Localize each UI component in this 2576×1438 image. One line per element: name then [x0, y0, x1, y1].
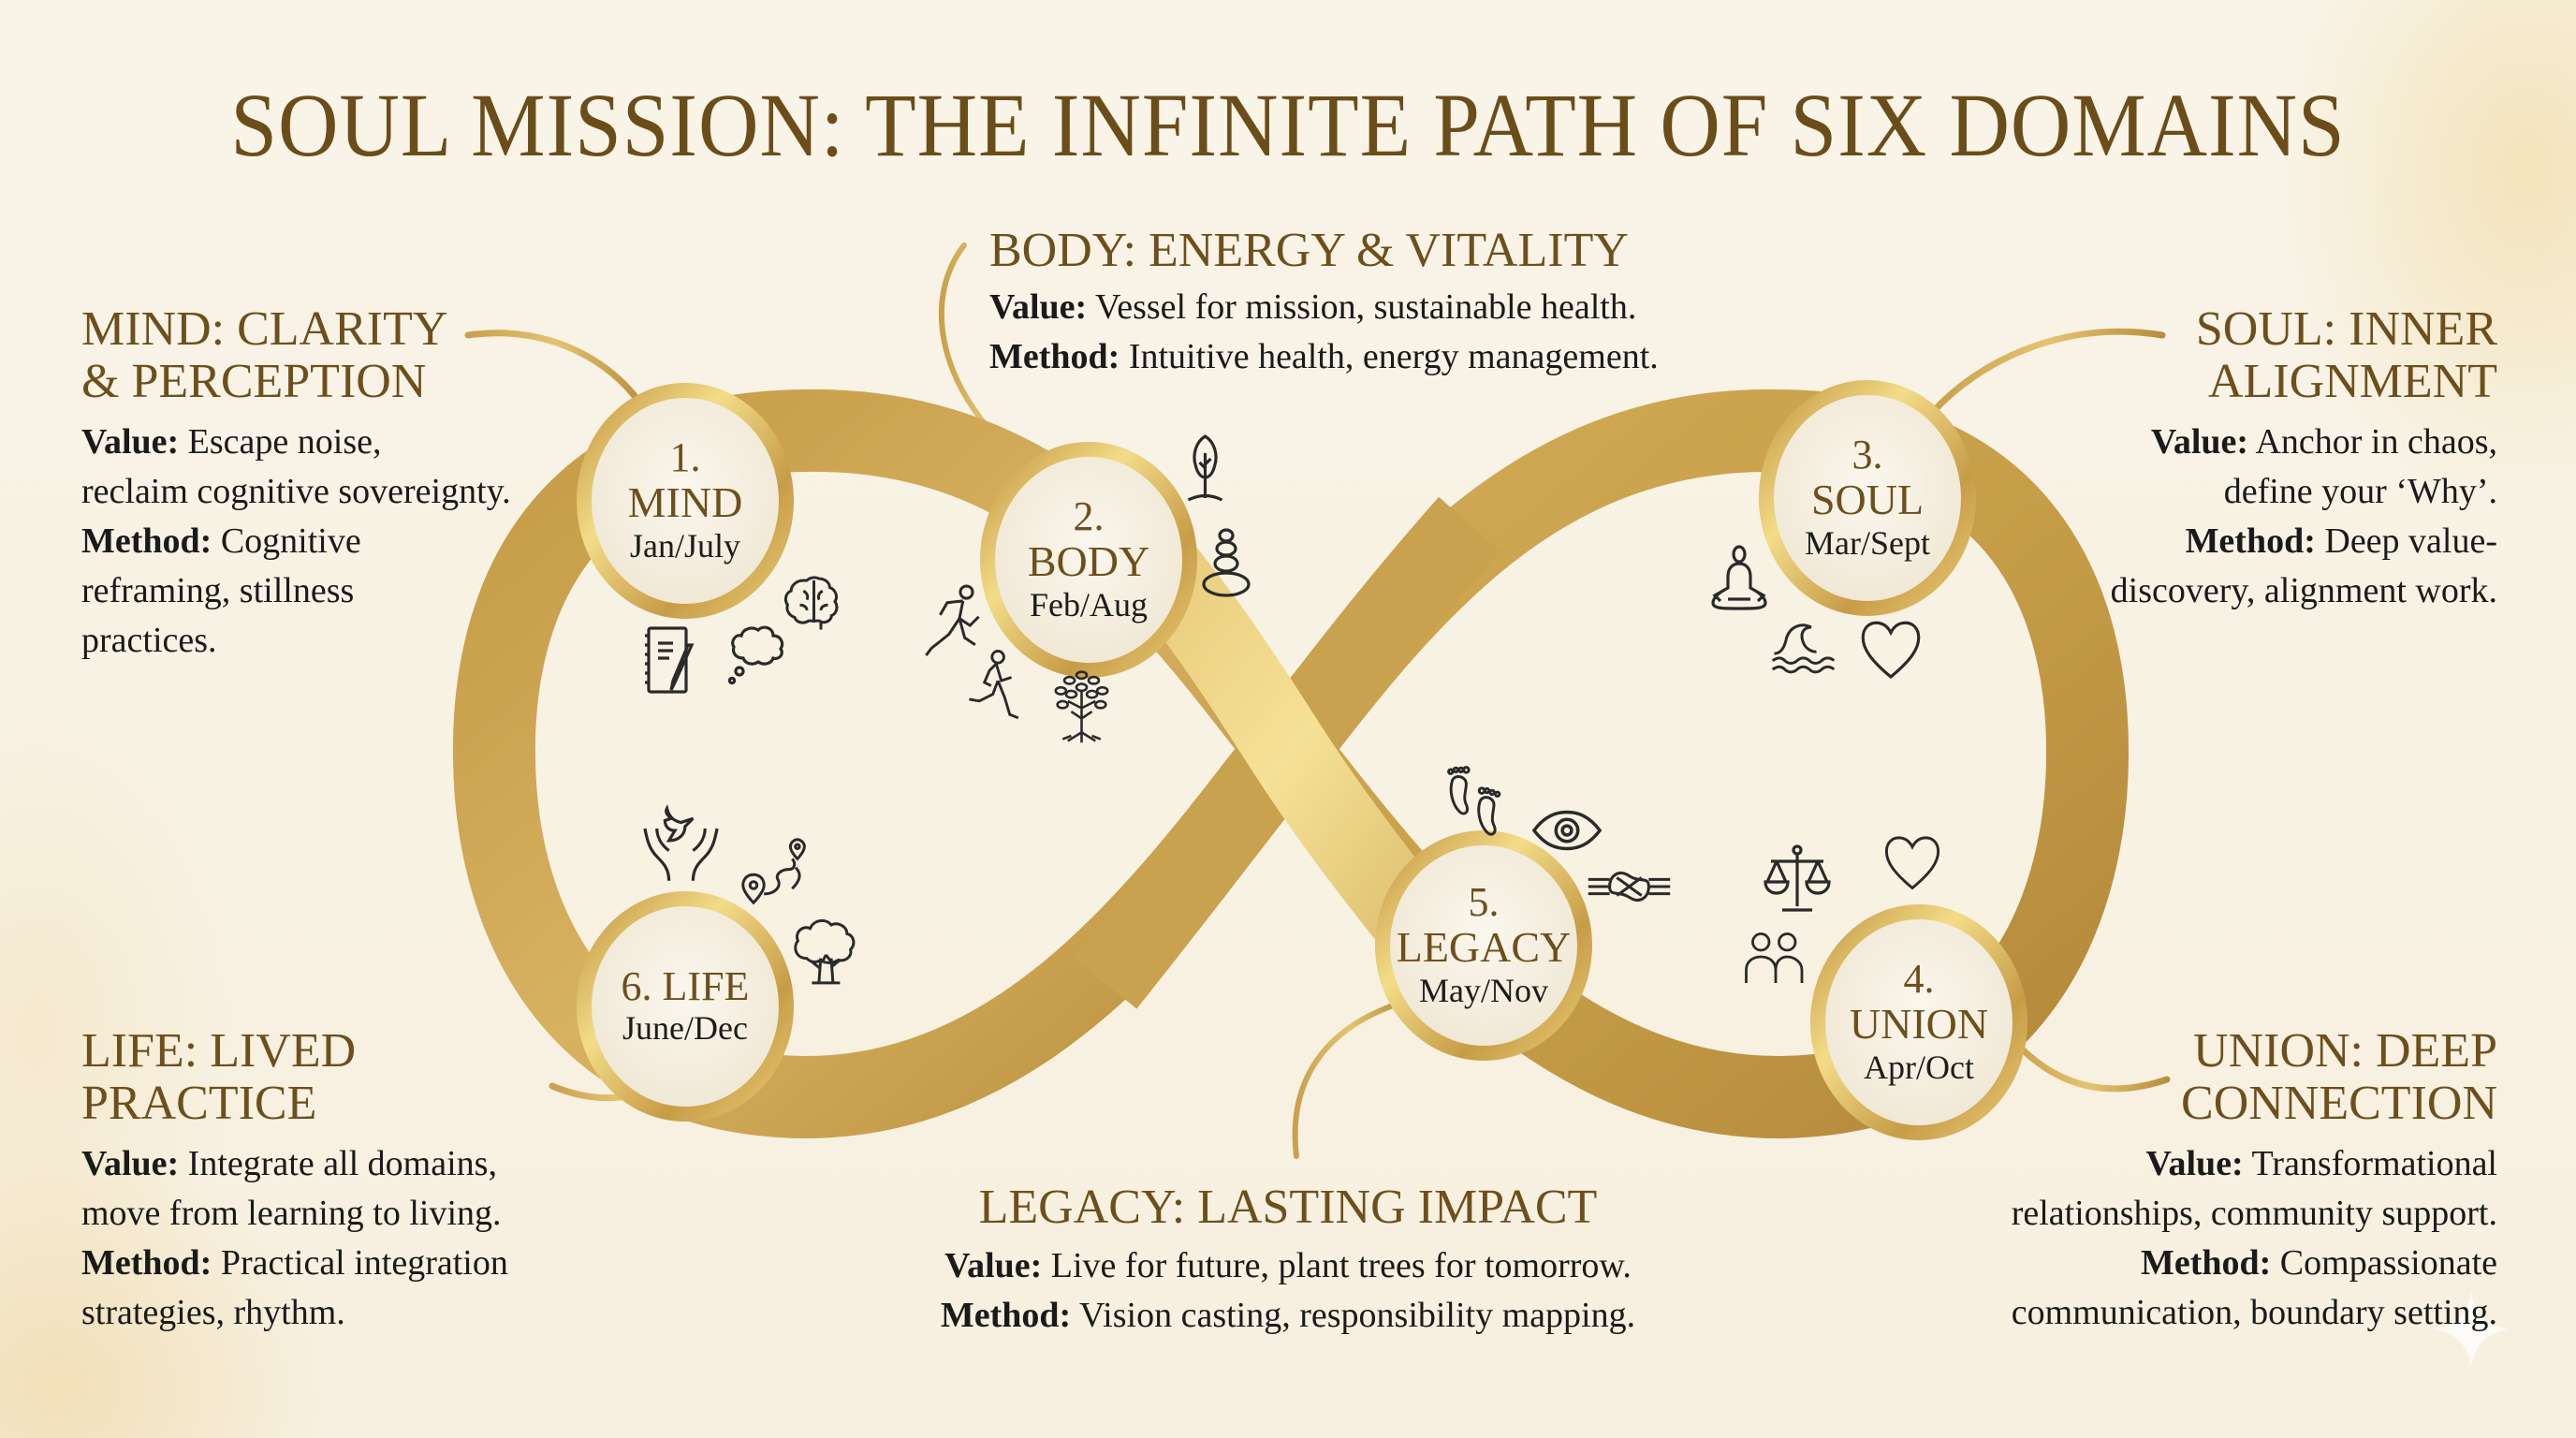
meditation-icon: [1702, 543, 1777, 618]
node-legacy[interactable]: 5. LEGACY May/Nov: [1388, 857, 1579, 1034]
domain-method: Method: Deep value-discovery, alignment …: [2110, 521, 2497, 610]
node-name: MIND: [627, 478, 743, 526]
people-icon: [1743, 929, 1808, 985]
domain-method: Method: Vision casting, responsibility m…: [940, 1296, 1636, 1335]
domain-value: Value: Vessel for mission, sustainable h…: [989, 287, 1637, 327]
node-number: 4.: [1903, 956, 1935, 1002]
tree-icon: [1175, 431, 1236, 506]
thought-cloud-icon: [721, 613, 796, 688]
domain-method: Method: Intuitive health, energy managem…: [989, 337, 1659, 376]
stacked-stones-icon: [1198, 524, 1254, 599]
node-months: Feb/Aug: [1030, 586, 1148, 624]
knot-icon: [1585, 863, 1674, 910]
node-name: BODY: [1027, 537, 1150, 585]
domain-heading: BODY: ENERGY & VITALITY: [989, 224, 1629, 277]
oak-tree-icon: [789, 916, 859, 990]
wave-icon: [1767, 618, 1837, 679]
domain-heading: MIND: CLARITY& PERCEPTION: [81, 302, 448, 408]
heart-icon: [1880, 833, 1945, 894]
runner-icon: [917, 580, 988, 660]
node-number: 6. LIFE: [621, 963, 750, 1009]
footprints-icon: [1442, 763, 1512, 843]
node-soul[interactable]: 3. SOUL Mar/Sept: [1772, 409, 1963, 587]
dove-hands-icon: [637, 800, 725, 885]
page-title: SOUL MISSION: THE INFINITE PATH OF SIX D…: [230, 75, 2346, 175]
domain-value: Value: Live for future, plant trees for …: [944, 1246, 1632, 1285]
eye-icon: [1530, 807, 1603, 854]
node-name: LEGACY: [1396, 923, 1572, 971]
node-months: Jan/July: [629, 527, 740, 565]
node-life[interactable]: 6. LIFE June/Dec: [590, 936, 781, 1077]
domain-legacy: LEGACY: LASTING IMPACT Value: Live for f…: [867, 1181, 1709, 1341]
node-months: Mar/Sept: [1805, 524, 1930, 562]
node-mind[interactable]: 1. MIND Jan/July: [590, 412, 781, 590]
tree-of-life-icon: [1046, 667, 1117, 746]
domain-value: Value: Anchor in chaos,define your ‘Why’…: [2150, 422, 2497, 511]
node-number: 1.: [669, 434, 701, 480]
brain-icon: [779, 566, 849, 637]
node-name: SOUL: [1810, 476, 1925, 523]
node-months: May/Nov: [1419, 972, 1548, 1009]
domain-value: Value: Integrate all domains,move from l…: [81, 1144, 502, 1233]
node-months: June/Dec: [622, 1009, 748, 1047]
node-union[interactable]: 4. UNION Apr/Oct: [1823, 933, 2014, 1111]
node-number: 5.: [1468, 879, 1500, 925]
node-number: 2.: [1073, 493, 1105, 539]
path-route-icon: [739, 836, 810, 906]
node-body[interactable]: 2. BODY Feb/Aug: [993, 471, 1184, 649]
heart-icon: [1858, 613, 1924, 688]
node-name: UNION: [1849, 1000, 1989, 1048]
domain-heading: LEGACY: LASTING IMPACT: [978, 1181, 1598, 1234]
jogger-icon: [964, 646, 1025, 726]
domain-value: Value: Escape noise,reclaim cognitive so…: [81, 422, 511, 511]
node-months: Apr/Oct: [1864, 1049, 1974, 1086]
notebook-pencil-icon: [641, 623, 697, 697]
scales-icon: [1760, 843, 1835, 917]
domain-mind: MIND: CLARITY& PERCEPTION Value: Escape …: [81, 303, 606, 666]
node-number: 3.: [1852, 432, 1883, 477]
domain-body: BODY: ENERGY & VITALITY Value: Vessel fo…: [989, 225, 1832, 382]
